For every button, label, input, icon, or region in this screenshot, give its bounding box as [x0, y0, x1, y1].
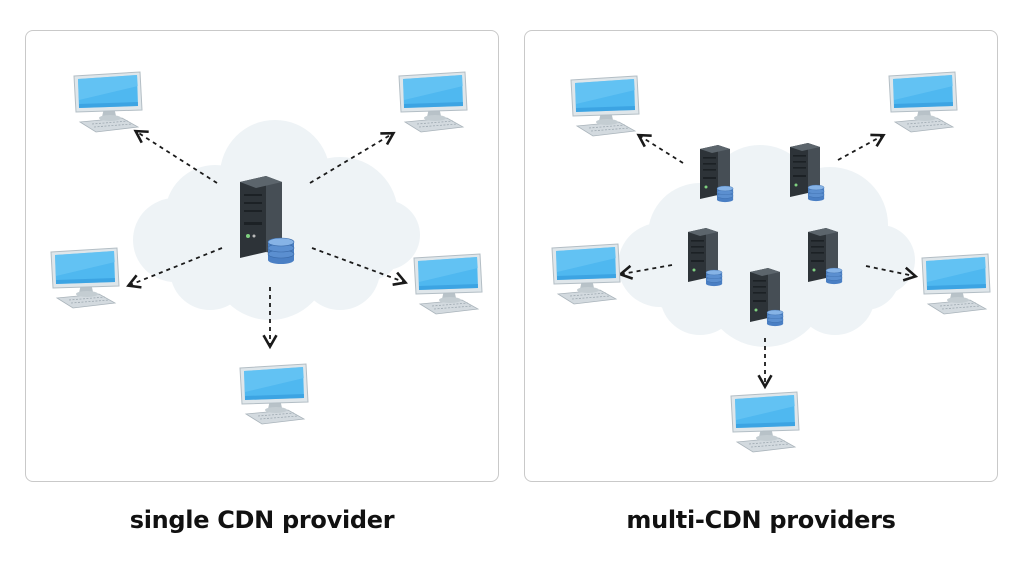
database-icon [766, 309, 784, 327]
desktop-computer-icon [50, 247, 120, 309]
desktop-computer-icon [730, 391, 800, 453]
dashed-arrow [636, 133, 684, 164]
database-icon [716, 185, 734, 203]
database-icon [807, 184, 825, 202]
desktop-computer-icon [888, 71, 958, 133]
desktop-computer-icon [551, 243, 621, 305]
database-icon [267, 237, 295, 265]
cloud-shape [618, 145, 915, 347]
multi-cdn-caption: multi-CDN providers [626, 506, 896, 534]
desktop-computer-icon [239, 363, 309, 425]
desktop-computer-icon [73, 71, 143, 133]
multi-cdn-diagram [551, 71, 991, 453]
desktop-computer-icon [398, 71, 468, 133]
dashed-arrow [126, 247, 223, 289]
dashed-arrow [865, 265, 919, 282]
dashed-arrow [837, 133, 886, 161]
database-icon [705, 269, 723, 287]
dashed-arrow [617, 264, 673, 280]
dashed-arrow [311, 247, 408, 286]
single-cdn-diagram [50, 71, 483, 425]
desktop-computer-icon [413, 253, 483, 315]
database-icon [825, 267, 843, 285]
single-cdn-caption: single CDN provider [129, 506, 395, 534]
desktop-computer-icon [921, 253, 991, 315]
desktop-computer-icon [570, 75, 640, 137]
